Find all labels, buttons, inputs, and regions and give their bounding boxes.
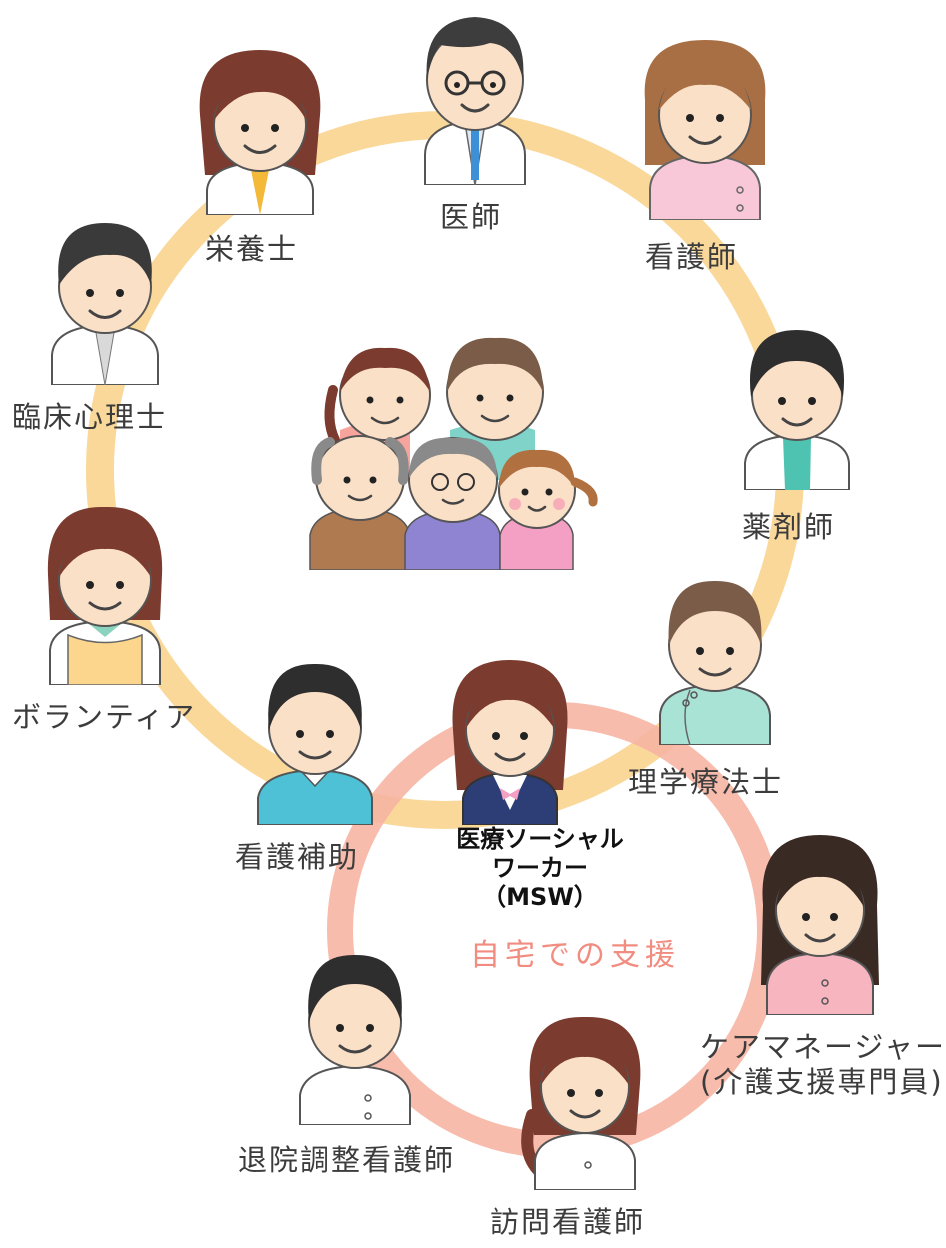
- home-support-label: 自宅での支援: [470, 938, 680, 973]
- volunteer-figure: [47, 506, 163, 685]
- doctor-figure: [424, 17, 526, 185]
- discharge-nurse-figure: [299, 954, 411, 1125]
- msw-label-line-2: ワーカー: [492, 853, 588, 882]
- family-group-figure: [309, 337, 598, 570]
- msw-label: 医療ソーシャル ワーカー （MSW）: [420, 825, 660, 911]
- msw-label-line-3: （MSW）: [482, 882, 598, 911]
- care-manager-label: ケアマネージャー (介護支援専門員): [700, 1030, 946, 1100]
- pharmacist-label: 薬剤師: [742, 510, 836, 544]
- visiting-nurse-figure: [521, 1016, 641, 1190]
- care-manager-label-line-1: ケアマネージャー: [700, 1030, 946, 1064]
- msw-label-line-1: 医療ソーシャル: [456, 825, 624, 853]
- nurse-label: 看護師: [645, 240, 739, 274]
- care-manager-label-line-2: (介護支援専門員): [700, 1064, 944, 1099]
- volunteer-label: ボランティア: [12, 700, 197, 734]
- dietitian-figure: [199, 50, 321, 215]
- care-manager-figure: [761, 835, 879, 1015]
- nursing-assistant-figure: [257, 663, 373, 825]
- dietitian-label: 栄養士: [205, 232, 299, 266]
- nursing-assistant-label: 看護補助: [235, 840, 360, 874]
- pharmacist-figure: [744, 330, 850, 490]
- psychologist-figure: [51, 223, 159, 385]
- msw-figure: [452, 660, 568, 825]
- physical-therapist-label: 理学療法士: [628, 765, 784, 799]
- nurse-figure: [644, 40, 766, 220]
- discharge-nurse-label: 退院調整看護師: [238, 1143, 456, 1177]
- visiting-nurse-label: 訪問看護師: [490, 1205, 646, 1239]
- psychologist-label: 臨床心理士: [12, 400, 168, 434]
- doctor-label: 医師: [440, 200, 503, 234]
- physical-therapist-figure: [659, 580, 771, 745]
